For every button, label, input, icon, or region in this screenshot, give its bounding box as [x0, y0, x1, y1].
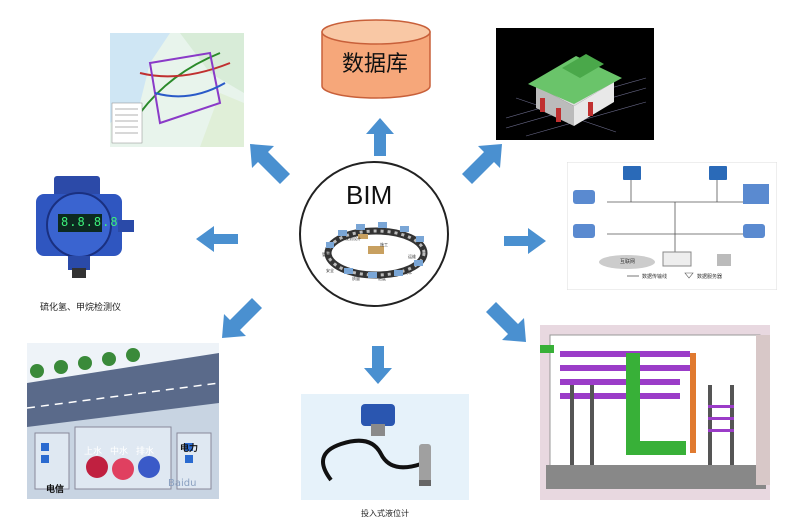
arrow-down-level-gauge	[362, 346, 394, 384]
arrow-up-database	[364, 118, 396, 156]
pipe-label-reclaimed: 中水	[110, 447, 129, 457]
level-gauge-caption: 投入式液位计	[361, 509, 409, 518]
bim-ring-label-8: 管理	[322, 252, 330, 257]
bim-ring-label-5: 进度	[378, 276, 386, 281]
arrow-right-network	[504, 226, 546, 256]
network-legend-line: 数据传输线	[642, 274, 668, 280]
tunnel-label-telecom: 电信	[46, 485, 65, 495]
utility-tunnel-image	[27, 343, 219, 499]
tunnel-label-power: 电力	[180, 444, 199, 454]
arrow-upright-3d-model	[460, 140, 506, 184]
level-gauge-image	[301, 394, 469, 500]
gas-detector-caption: 硫化氢、甲烷检测仪	[40, 303, 122, 313]
gas-detector-image	[28, 168, 140, 280]
bim-ring-label-4: 成本	[404, 270, 412, 275]
network-cloud-label: 互联网	[620, 259, 636, 265]
database-icon	[320, 18, 432, 100]
route-map-image	[110, 33, 244, 147]
monitoring-network-diagram	[567, 162, 777, 290]
database-label: 数据库	[342, 52, 409, 77]
bim-3d-model-image	[496, 28, 654, 140]
bim-center-circle	[298, 160, 450, 308]
bim-ring-label-6: 质量	[352, 276, 360, 281]
bim-title: BIM	[346, 180, 393, 210]
baidu-watermark: Baidu	[168, 478, 197, 489]
pipe-label-drainage: 排水	[136, 447, 155, 457]
bim-ring-label-2: 施工	[380, 242, 388, 247]
arrow-downright-pipe-gallery	[484, 302, 530, 346]
bim-ring-label-7: 安全	[326, 268, 334, 273]
pipe-label-supply: 上水	[84, 447, 103, 457]
bim-ring-label-3: 运维	[408, 254, 416, 259]
arrow-downleft-tunnel	[218, 298, 264, 342]
gas-detector-display: 8.8.8.8	[61, 215, 119, 229]
arrow-upleft-map	[246, 140, 292, 184]
pipe-gallery-model-image	[540, 325, 770, 500]
bim-ring-label-1: 规划设计	[345, 236, 361, 241]
arrow-left-gas-detector	[196, 224, 238, 254]
network-legend-server: 数据服务器	[697, 274, 723, 280]
